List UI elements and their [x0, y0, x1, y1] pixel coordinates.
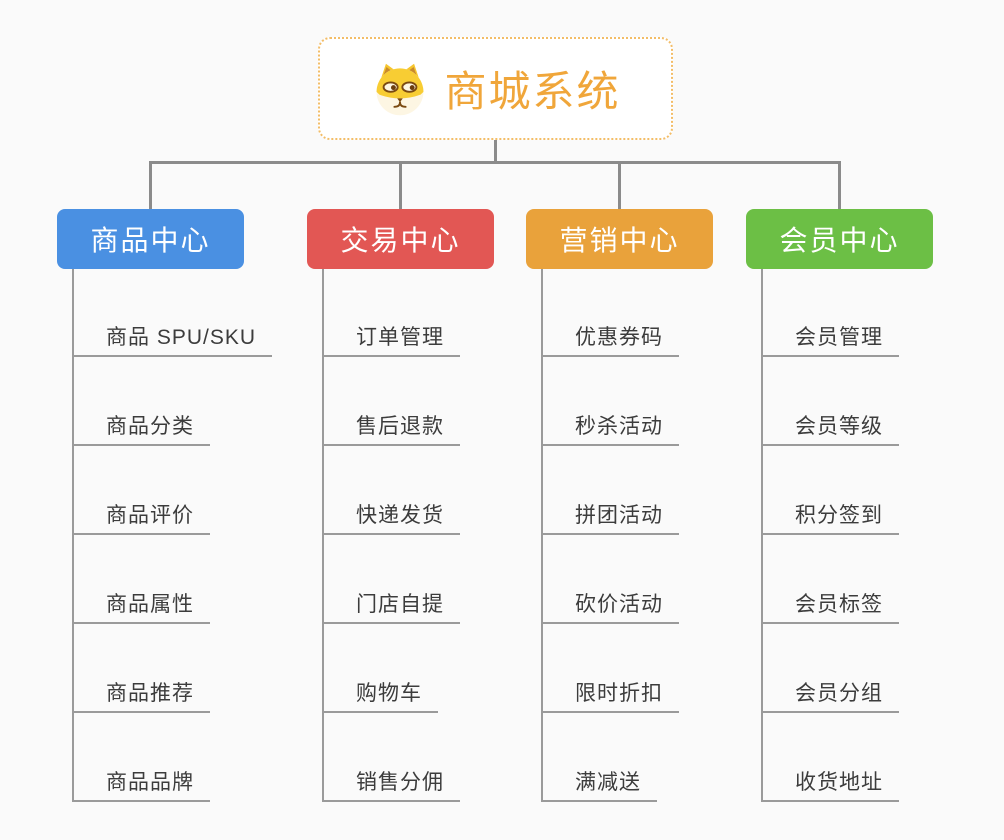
connector-bus — [149, 161, 841, 164]
leaf-node[interactable]: 售后退款 — [322, 410, 460, 446]
branch-node[interactable]: 会员中心 — [746, 209, 933, 269]
leaf-node[interactable]: 商品评价 — [72, 499, 210, 535]
root-node[interactable]: 商城系统 — [318, 37, 673, 140]
leaf-node[interactable]: 商品推荐 — [72, 677, 210, 713]
leaf-node[interactable]: 门店自提 — [322, 588, 460, 624]
dog-icon — [377, 63, 424, 115]
leaf-node[interactable]: 商品分类 — [72, 410, 210, 446]
branch-trunk-line — [761, 269, 763, 802]
leaf-node[interactable]: 会员分组 — [761, 677, 899, 713]
branch-trunk-line — [72, 269, 74, 802]
connector-drop — [149, 164, 152, 209]
leaf-node[interactable]: 销售分佣 — [322, 766, 460, 802]
leaf-node[interactable]: 砍价活动 — [541, 588, 679, 624]
leaf-node[interactable]: 商品品牌 — [72, 766, 210, 802]
leaf-node[interactable]: 拼团活动 — [541, 499, 679, 535]
root-connector-stub — [494, 140, 497, 161]
leaf-node[interactable]: 商品 SPU/SKU — [72, 321, 273, 357]
leaf-node[interactable]: 会员标签 — [761, 588, 899, 624]
leaf-node[interactable]: 购物车 — [322, 677, 438, 713]
leaf-node[interactable]: 积分签到 — [761, 499, 899, 535]
leaf-node[interactable]: 限时折扣 — [541, 677, 679, 713]
leaf-node[interactable]: 优惠券码 — [541, 321, 679, 357]
leaf-node[interactable]: 订单管理 — [322, 321, 460, 357]
branch-trunk-line — [322, 269, 324, 802]
leaf-node[interactable]: 收货地址 — [761, 766, 899, 802]
branch-node[interactable]: 交易中心 — [307, 209, 494, 269]
leaf-node[interactable]: 快递发货 — [322, 499, 460, 535]
leaf-node[interactable]: 会员管理 — [761, 321, 899, 357]
connector-drop — [399, 164, 402, 209]
connector-drop — [838, 164, 841, 209]
leaf-node[interactable]: 秒杀活动 — [541, 410, 679, 446]
leaf-node[interactable]: 商品属性 — [72, 588, 210, 624]
branch-node[interactable]: 商品中心 — [57, 209, 244, 269]
branch-node[interactable]: 营销中心 — [526, 209, 713, 269]
connector-drop — [618, 164, 621, 209]
branch-trunk-line — [541, 269, 543, 802]
root-title: 商城系统 — [444, 68, 621, 115]
leaf-node[interactable]: 会员等级 — [761, 410, 899, 446]
leaf-node[interactable]: 满减送 — [541, 766, 657, 802]
